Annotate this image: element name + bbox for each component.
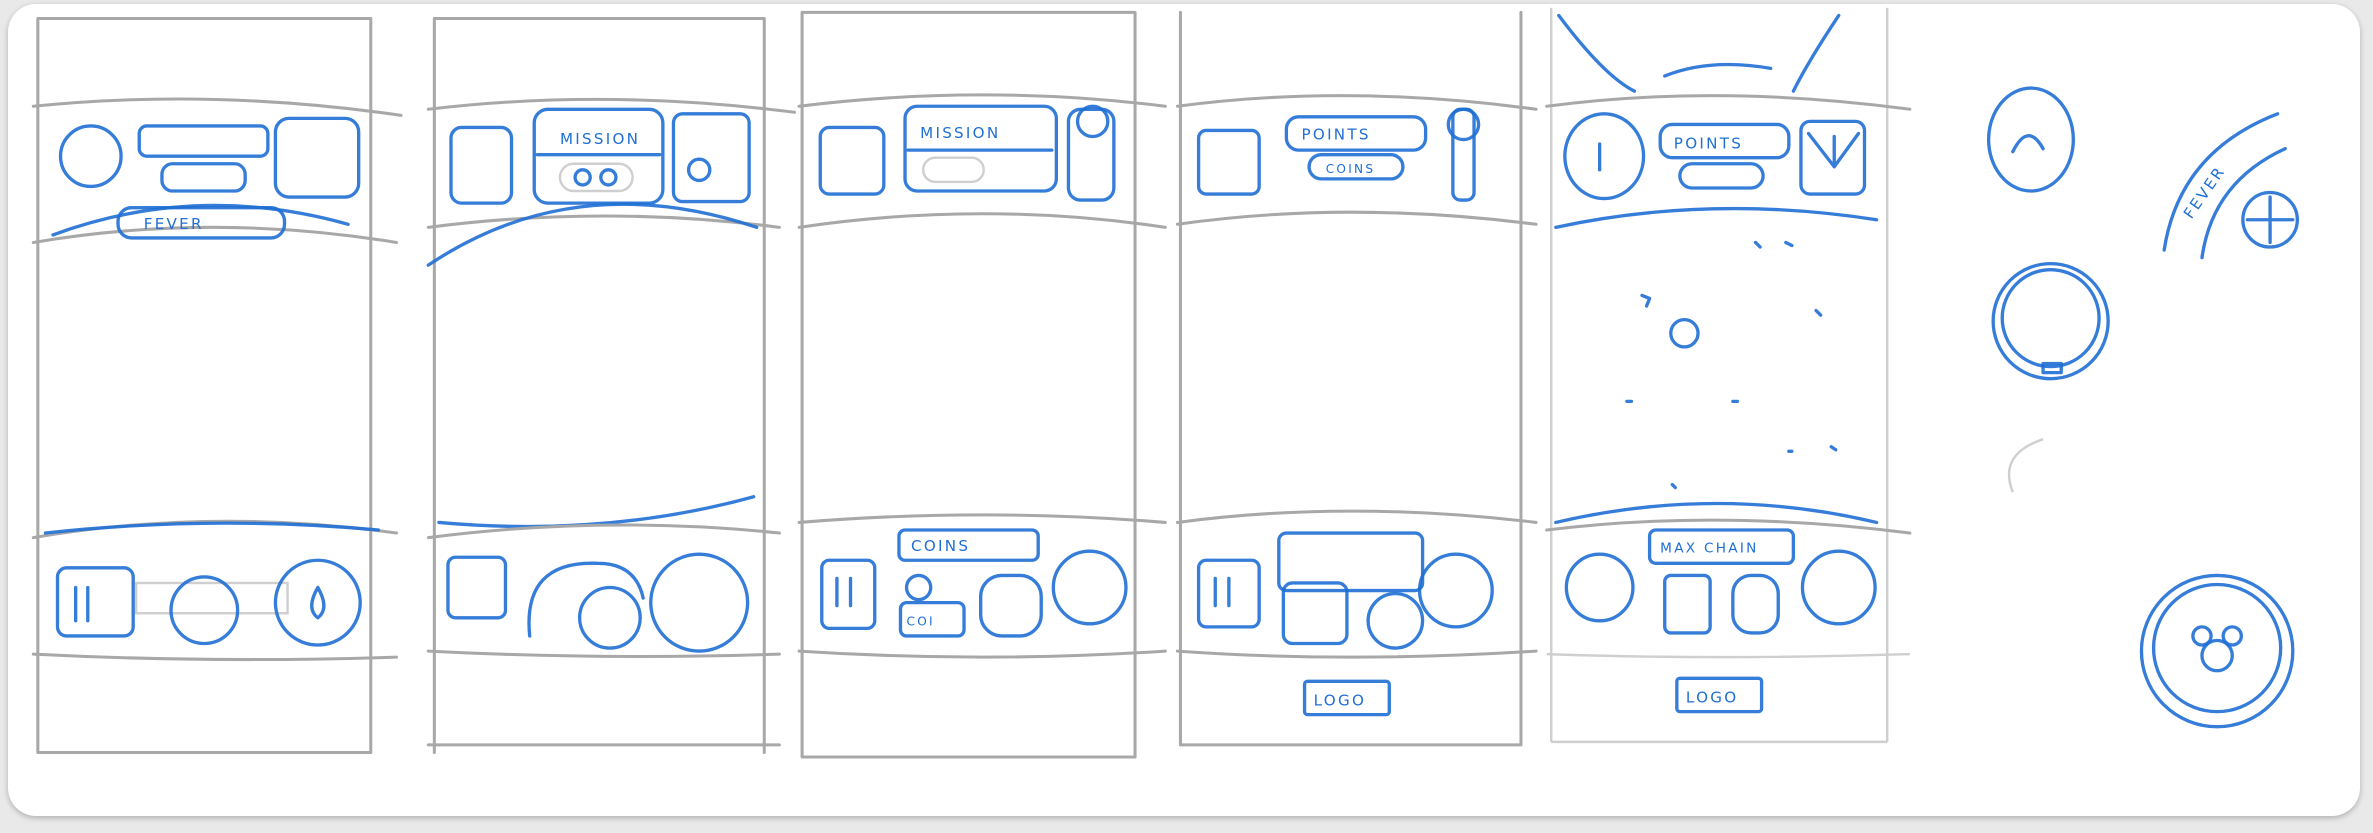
fever-pill — [116, 205, 287, 240]
panel-5: POINTS MAX CHAIN LOGO — [1545, 7, 1912, 744]
panel-4: POINTS COINS LOGO — [1175, 10, 1538, 747]
coi-label: COI — [907, 614, 935, 628]
logo-label: LOGO — [1314, 692, 1367, 710]
points-label: POINTS — [1674, 135, 1743, 153]
coins-label: COINS — [1326, 162, 1376, 176]
fever-label: FEVER — [2180, 163, 2229, 222]
round-button-icon — [1991, 261, 2110, 381]
helmet-icon — [1986, 86, 2076, 193]
logo-label: LOGO — [1686, 689, 1739, 707]
scattered-particles — [1625, 240, 1838, 490]
mouse-ears-button-icon — [2139, 573, 2295, 729]
panel-3: MISSION COINS COI — [797, 10, 1167, 759]
faint-circle-sketch — [2007, 438, 2044, 493]
panel-1: FEVER — [31, 16, 403, 754]
coins-label: COINS — [911, 537, 970, 555]
sketch-sheet — [8, 4, 2360, 816]
mission-label: MISSION — [920, 124, 1000, 142]
icon-studies: FEVER — [1986, 86, 2299, 729]
max-chain-label: MAX CHAIN — [1660, 541, 1758, 557]
points-label: POINTS — [1302, 126, 1371, 144]
panel-2: MISSION — [426, 16, 797, 754]
mission-label: MISSION — [560, 130, 640, 148]
fever-gauge-icon: FEVER — [2162, 112, 2299, 260]
fever-label: FEVER — [144, 215, 204, 233]
